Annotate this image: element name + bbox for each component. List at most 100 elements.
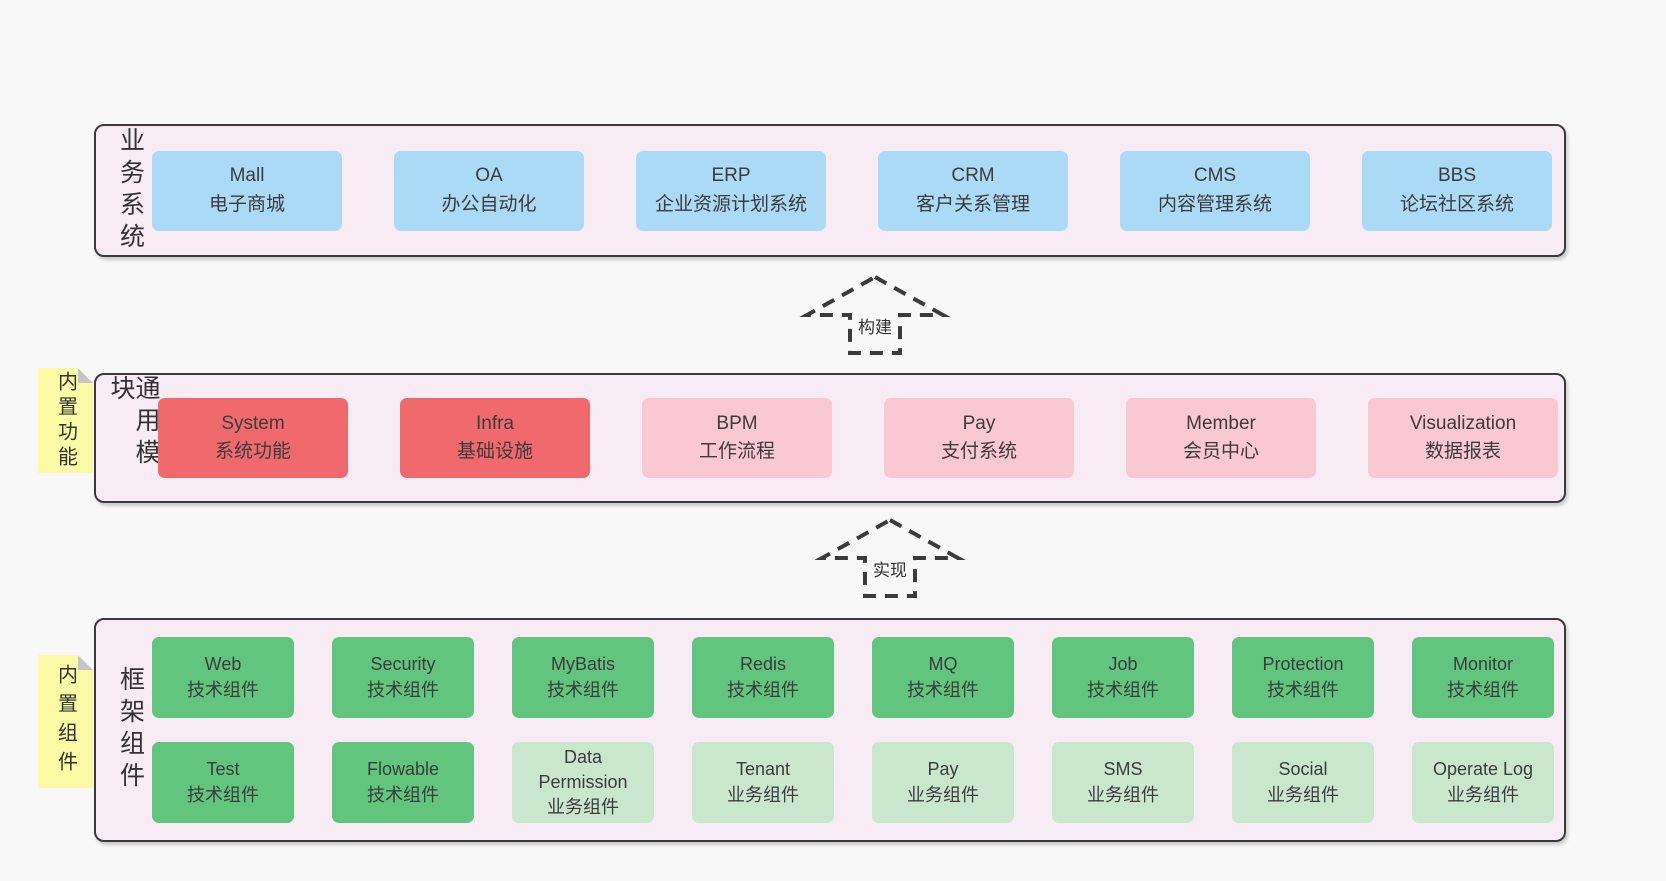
box-subtitle: 论坛社区系统 — [1399, 193, 1514, 215]
box-pay: Pay 支付系统 — [884, 398, 1074, 478]
box-subtitle: 数据报表 — [1424, 441, 1501, 462]
box-title: MyBatis — [550, 654, 615, 675]
up-arrow-icon — [814, 517, 966, 598]
box-operate-log: Operate Log 业务组件 — [1412, 742, 1554, 823]
box-infra: Infra 基础设施 — [400, 398, 590, 478]
layer-label-column: 框架组件 — [108, 620, 152, 840]
box-title: Job — [1108, 654, 1138, 675]
box-title: Redis — [739, 654, 787, 675]
box-redis: Redis 技术组件 — [692, 637, 834, 718]
box-title: SMS — [1103, 759, 1143, 780]
note-built-in-features: 内置功能 — [38, 368, 93, 473]
box-subtitle: 业务组件 — [1087, 784, 1159, 805]
box-subtitle: 技术组件 — [187, 679, 259, 700]
up-arrow-icon — [799, 274, 951, 355]
box-subtitle: 业务组件 — [1267, 784, 1339, 805]
layer-business-rows: Mall 电子商城 OA 办公自动化 ERP 企业资源计划系统 CRM 客户关系… — [152, 150, 1564, 231]
box-title: Visualization — [1409, 412, 1517, 434]
box-title: BPM — [716, 412, 758, 434]
box-subtitle: 客户关系管理 — [915, 193, 1030, 215]
box-title: Operate Log — [1432, 759, 1534, 780]
note-built-in-components: 内置组件 — [38, 655, 93, 788]
box-subtitle: 系统功能 — [214, 441, 291, 462]
layer-modules-rows: System 系统功能 Infra 基础设施 BPM 工作流程 Pay 支付系统… — [158, 398, 1564, 478]
box-mall: Mall 电子商城 — [152, 150, 342, 231]
modules-row: System 系统功能 Infra 基础设施 BPM 工作流程 Pay 支付系统… — [158, 398, 1564, 478]
box-subtitle: 内容管理系统 — [1157, 193, 1272, 215]
box-mybatis: MyBatis 技术组件 — [512, 637, 654, 718]
layer-modules-label: 通用模块 — [107, 375, 160, 471]
box-title: Data Permission — [538, 746, 628, 792]
folded-corner-icon — [78, 368, 93, 383]
layer-business-systems: 业务系统 Mall 电子商城 OA 办公自动化 ERP 企业资源计划系统 CRM — [94, 124, 1566, 257]
box-bbs: BBS 论坛社区系统 — [1362, 150, 1552, 231]
box-subtitle: 技术组件 — [907, 679, 979, 700]
layer-business-label: 业务系统 — [116, 126, 145, 255]
box-title: MQ — [928, 654, 958, 675]
layer-label-column: 通用模块 — [107, 375, 160, 501]
arrow-implement: 实现 — [814, 517, 966, 598]
box-subtitle: 工作流程 — [698, 441, 775, 462]
box-subtitle: 技术组件 — [1267, 679, 1339, 700]
note-text: 内置组件 — [54, 663, 77, 780]
box-title: Mall — [229, 165, 265, 186]
box-title: CRM — [951, 165, 995, 186]
box-title: Pay — [927, 759, 959, 780]
arrow-build: 构建 — [799, 274, 951, 355]
box-subtitle: 企业资源计划系统 — [654, 193, 807, 215]
layer-components-rows: Web 技术组件 Security 技术组件 MyBatis 技术组件 Redi… — [152, 637, 1564, 823]
layer-components-label: 框架组件 — [116, 666, 145, 794]
box-title: System — [221, 412, 285, 434]
layer-label-column: 业务系统 — [108, 126, 152, 255]
box-subtitle: 技术组件 — [187, 784, 259, 805]
box-subtitle: 支付系统 — [940, 441, 1017, 462]
components-row-2: Test 技术组件 Flowable 技术组件 Data Permission … — [152, 742, 1564, 823]
box-title: BBS — [1437, 165, 1477, 186]
box-subtitle: 办公自动化 — [441, 193, 537, 215]
box-oa: OA 办公自动化 — [394, 150, 584, 231]
box-title: OA — [475, 165, 503, 186]
box-title: Web — [204, 654, 242, 675]
box-subtitle: 技术组件 — [367, 784, 439, 805]
box-pay-biz: Pay 业务组件 — [872, 742, 1014, 823]
box-web: Web 技术组件 — [152, 637, 294, 718]
box-bpm: BPM 工作流程 — [642, 398, 832, 478]
box-title: ERP — [711, 165, 751, 186]
box-protection: Protection 技术组件 — [1232, 637, 1374, 718]
components-row-1: Web 技术组件 Security 技术组件 MyBatis 技术组件 Redi… — [152, 637, 1564, 718]
box-social: Social 业务组件 — [1232, 742, 1374, 823]
box-mq: MQ 技术组件 — [872, 637, 1014, 718]
box-title: Test — [206, 759, 240, 780]
box-subtitle: 技术组件 — [1087, 679, 1159, 700]
box-subtitle: 业务组件 — [1447, 784, 1519, 805]
box-subtitle: 基础设施 — [456, 441, 533, 462]
box-subtitle: 电子商城 — [208, 193, 285, 215]
box-subtitle: 业务组件 — [547, 797, 619, 818]
box-data-permission: Data Permission 业务组件 — [512, 742, 654, 823]
box-title: Flowable — [366, 759, 440, 780]
box-title: Protection — [1262, 654, 1344, 675]
box-cms: CMS 内容管理系统 — [1120, 150, 1310, 231]
box-title: Tenant — [735, 759, 791, 780]
arrow-implement-label: 实现 — [870, 556, 910, 581]
box-subtitle: 技术组件 — [367, 679, 439, 700]
box-security: Security 技术组件 — [332, 637, 474, 718]
box-subtitle: 业务组件 — [907, 784, 979, 805]
box-subtitle: 技术组件 — [547, 679, 619, 700]
arrow-build-label: 构建 — [855, 313, 895, 338]
box-subtitle: 业务组件 — [727, 784, 799, 805]
folded-corner-icon — [78, 655, 93, 670]
box-test: Test 技术组件 — [152, 742, 294, 823]
box-erp: ERP 企业资源计划系统 — [636, 150, 826, 231]
box-title: Social — [1278, 759, 1328, 780]
layer-framework-components: 框架组件 Web 技术组件 Security 技术组件 MyBatis 技术组件… — [94, 618, 1566, 842]
box-title: Security — [370, 654, 436, 675]
box-visualization: Visualization 数据报表 — [1368, 398, 1558, 478]
box-title: Pay — [962, 412, 996, 434]
box-tenant: Tenant 业务组件 — [692, 742, 834, 823]
box-subtitle: 会员中心 — [1182, 441, 1259, 462]
box-job: Job 技术组件 — [1052, 637, 1194, 718]
box-title: CMS — [1193, 165, 1237, 186]
layer-common-modules: 通用模块 System 系统功能 Infra 基础设施 BPM 工作流程 Pay — [94, 373, 1566, 503]
